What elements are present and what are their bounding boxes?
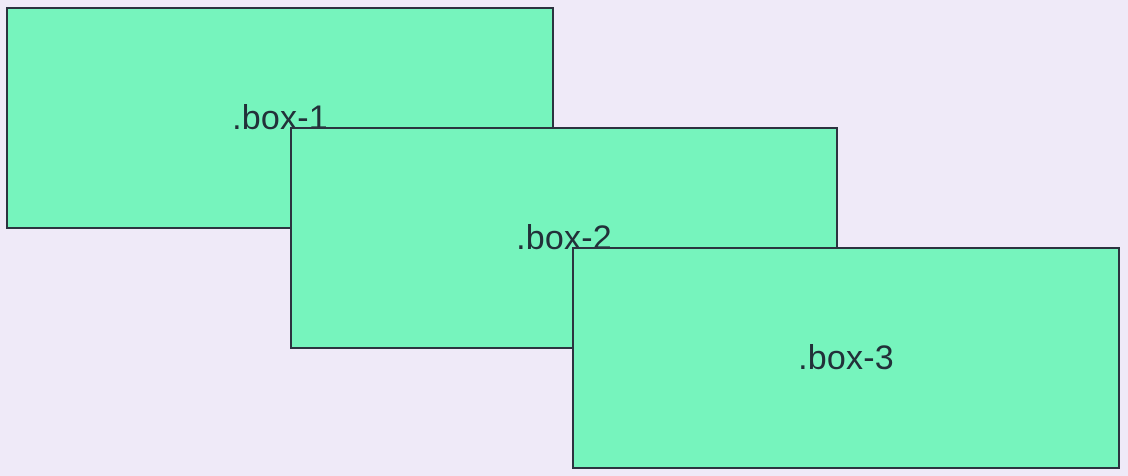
box-1: .box-1: [6, 7, 554, 229]
box-3-label: .box-3: [798, 338, 894, 377]
box-3: .box-3: [572, 247, 1120, 469]
